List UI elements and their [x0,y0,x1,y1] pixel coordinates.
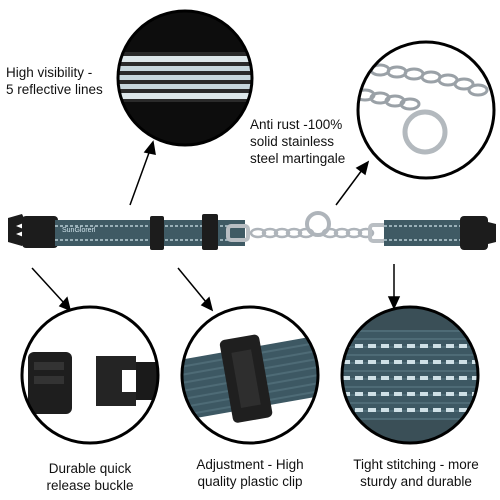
reflective-caption-line-1: High visibility - [6,65,93,80]
arrow-to-chain [335,160,370,206]
arrow-to-buckle [31,267,72,312]
arrow-to-clip [177,267,214,312]
martingale-caption-line-3: steel martingale [250,151,346,166]
adjustment-clip-circle [180,305,320,445]
buckle-detail-circle [20,305,160,445]
collar-illustration [8,211,496,250]
stitching-detail-circle [340,305,480,445]
martingale-caption-line-1: Anti rust -100% [250,117,343,132]
buckle-caption-line-1: Durable quick [48,461,132,476]
adjustment-caption: Adjustment - High quality plastic clip [175,456,325,490]
reflective-detail-circle [116,9,254,147]
martingale-caption-line-2: solid stainless [250,134,335,149]
stitching-caption-line-2: sturdy and durable [360,474,472,489]
buckle-caption-line-2: release buckle [46,478,134,493]
arrow-to-stitching [387,264,401,310]
stitching-caption: Tight stitching - more sturdy and durabl… [336,456,496,490]
reflective-caption-line-2: 5 reflective lines [6,82,103,97]
adjustment-caption-line-1: Adjustment - High [196,457,304,472]
stitching-caption-line-1: Tight stitching - more [353,457,479,472]
arrow-to-reflective [129,140,156,206]
brand-label: SunGlorerl [62,227,96,234]
reflective-caption: High visibility - 5 reflective lines [6,64,103,98]
adjustment-caption-line-2: quality plastic clip [197,474,303,489]
martingale-caption: Anti rust -100% solid stainless steel ma… [250,116,345,167]
martingale-chain-circle [356,40,496,180]
buckle-caption: Durable quick release buckle [20,460,160,494]
